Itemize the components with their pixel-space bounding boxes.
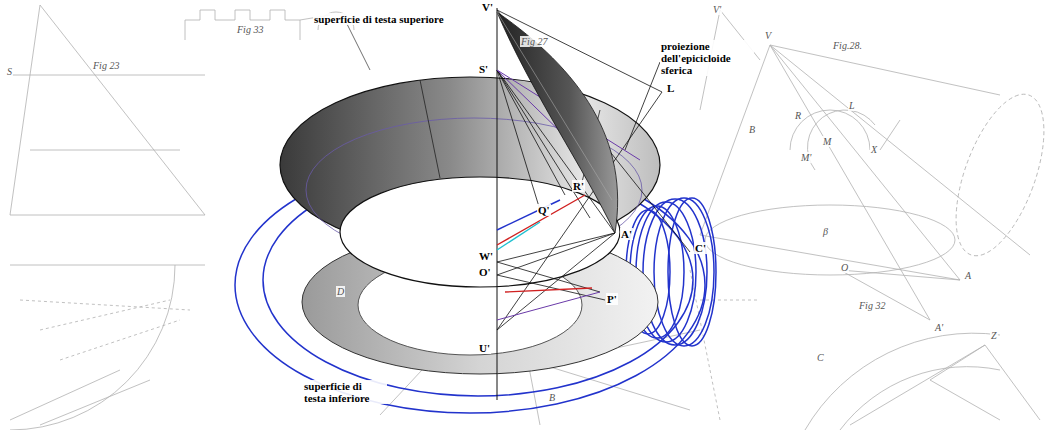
point-letter: O <box>840 262 849 273</box>
cone-ruling <box>497 12 612 200</box>
leader-line <box>345 20 370 70</box>
point-letter: R' <box>572 180 585 192</box>
point-letter: C <box>816 352 825 363</box>
point-letter: A' <box>934 322 944 333</box>
point-letter: β <box>822 226 829 237</box>
point-letter: M <box>822 136 832 147</box>
figure-number: Fig 27 <box>520 36 548 47</box>
point-letter: S' <box>478 63 489 75</box>
surface-callout: superficie di testa inferiore <box>303 380 387 404</box>
point-letter: V' <box>712 4 722 15</box>
surface-callout: superficie di testa superiore <box>313 13 445 25</box>
point-letter: C' <box>694 242 707 254</box>
leader-line <box>625 62 660 150</box>
point-letter: A' <box>620 228 633 240</box>
point-letter: S <box>6 66 13 77</box>
point-letter: Z <box>990 330 998 341</box>
figure-number: Fig 33 <box>236 24 264 35</box>
point-letter: W' <box>478 250 494 262</box>
point-letter: L <box>666 82 675 94</box>
figure-number: Fig 32 <box>858 300 886 311</box>
background-engravings <box>10 5 1049 430</box>
point-letter: V <box>764 30 772 41</box>
figure-number: Fig 23 <box>92 60 120 71</box>
point-letter: B <box>748 124 756 135</box>
point-letter: R <box>794 110 802 121</box>
point-letter: B <box>548 392 556 403</box>
point-letter: O' <box>478 266 492 278</box>
point-letter: X <box>870 144 878 155</box>
point-letter: V' <box>481 1 494 13</box>
point-letter: U' <box>478 342 491 354</box>
point-letter: L <box>848 100 856 111</box>
point-letter: P' <box>606 293 618 305</box>
curve-callout: proiezione dell'epicicloide sferica <box>660 40 754 76</box>
needle-cone <box>497 12 618 233</box>
point-letter: Q' <box>537 204 551 216</box>
figure-number: Fig.28. <box>832 40 863 51</box>
point-letter: D <box>336 286 345 297</box>
point-letter: M' <box>800 152 812 163</box>
point-letter: A <box>964 270 972 281</box>
